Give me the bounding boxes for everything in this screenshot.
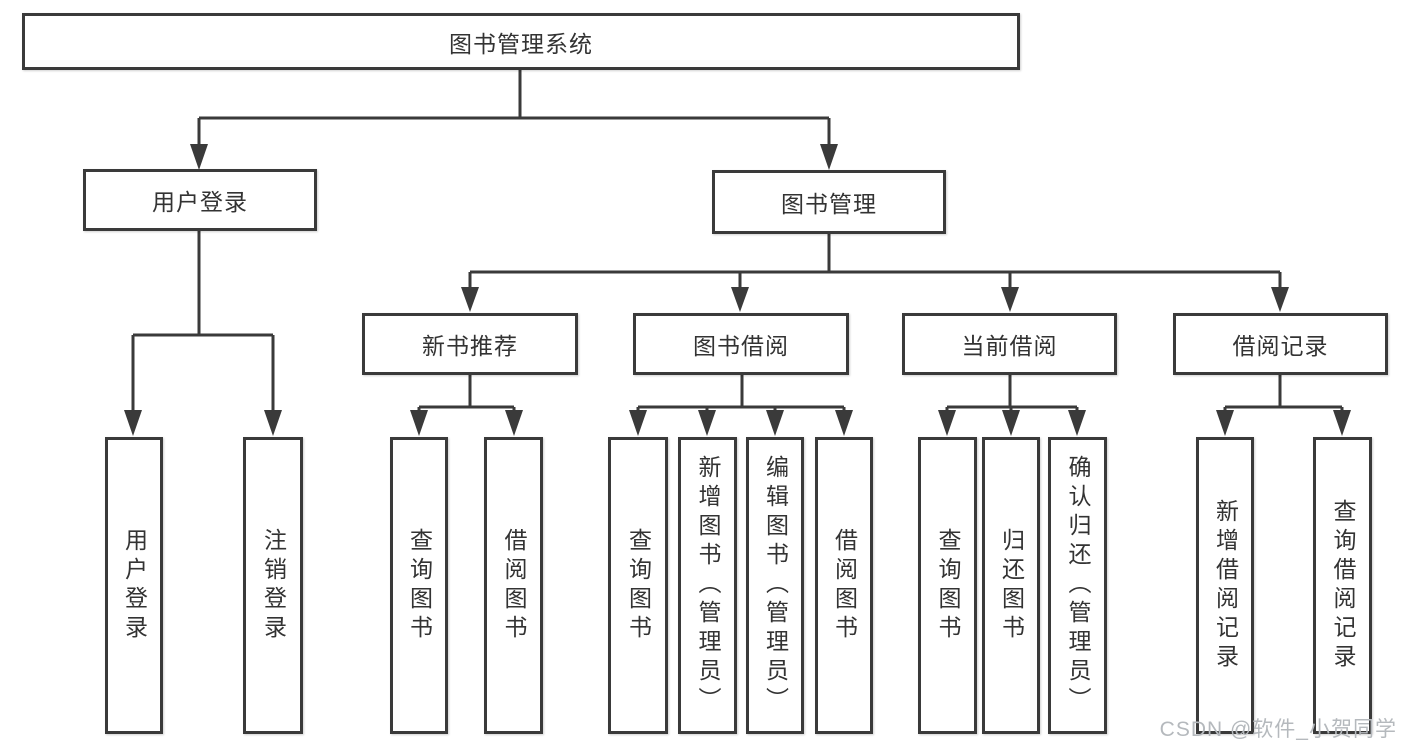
leaf-logout: 注销登录: [243, 437, 303, 734]
node-root-label: 图书管理系统: [449, 30, 593, 57]
node-borrow-records-label: 借阅记录: [1232, 333, 1329, 359]
leaf-current-query-books: 查询图书: [918, 437, 977, 734]
leaf-records-query-borrow-record: 查询借阅记录: [1313, 437, 1372, 734]
leaf-recommend-query-books: 查询图书: [390, 437, 448, 734]
node-book-management: 图书管理: [712, 170, 946, 234]
leaf-current-return-books: 归还图书: [982, 437, 1040, 734]
leaf-borrow-query-books: 查询图书: [608, 437, 668, 734]
node-book-borrow: 图书借阅: [633, 313, 849, 375]
node-root: 图书管理系统: [22, 13, 1020, 70]
node-new-book-recommend-label: 新书推荐: [422, 333, 518, 359]
node-user-login: 用户登录: [83, 169, 317, 231]
leaf-borrow-borrow-books: 借阅图书: [815, 437, 873, 734]
node-book-borrow-label: 图书借阅: [693, 333, 789, 359]
leaf-records-add-borrow-record: 新增借阅记录: [1196, 437, 1254, 734]
node-borrow-records: 借阅记录: [1173, 313, 1388, 375]
leaf-borrow-edit-books-admin: 编辑图书（管理员）: [746, 437, 804, 734]
leaf-recommend-borrow-books: 借阅图书: [484, 437, 543, 734]
node-current-borrow-label: 当前借阅: [961, 333, 1058, 359]
leaf-borrow-add-books-admin: 新增图书（管理员）: [678, 437, 737, 734]
leaf-current-confirm-return-admin: 确认归还（管理员）: [1048, 437, 1107, 734]
node-current-borrow: 当前借阅: [902, 313, 1117, 375]
node-user-login-label: 用户登录: [152, 189, 248, 215]
csdn-watermark: CSDN @软件_小贺同学: [1159, 718, 1397, 741]
node-new-book-recommend: 新书推荐: [362, 313, 578, 375]
leaf-user-login: 用户登录: [105, 437, 163, 734]
node-book-management-label: 图书管理: [781, 191, 877, 217]
